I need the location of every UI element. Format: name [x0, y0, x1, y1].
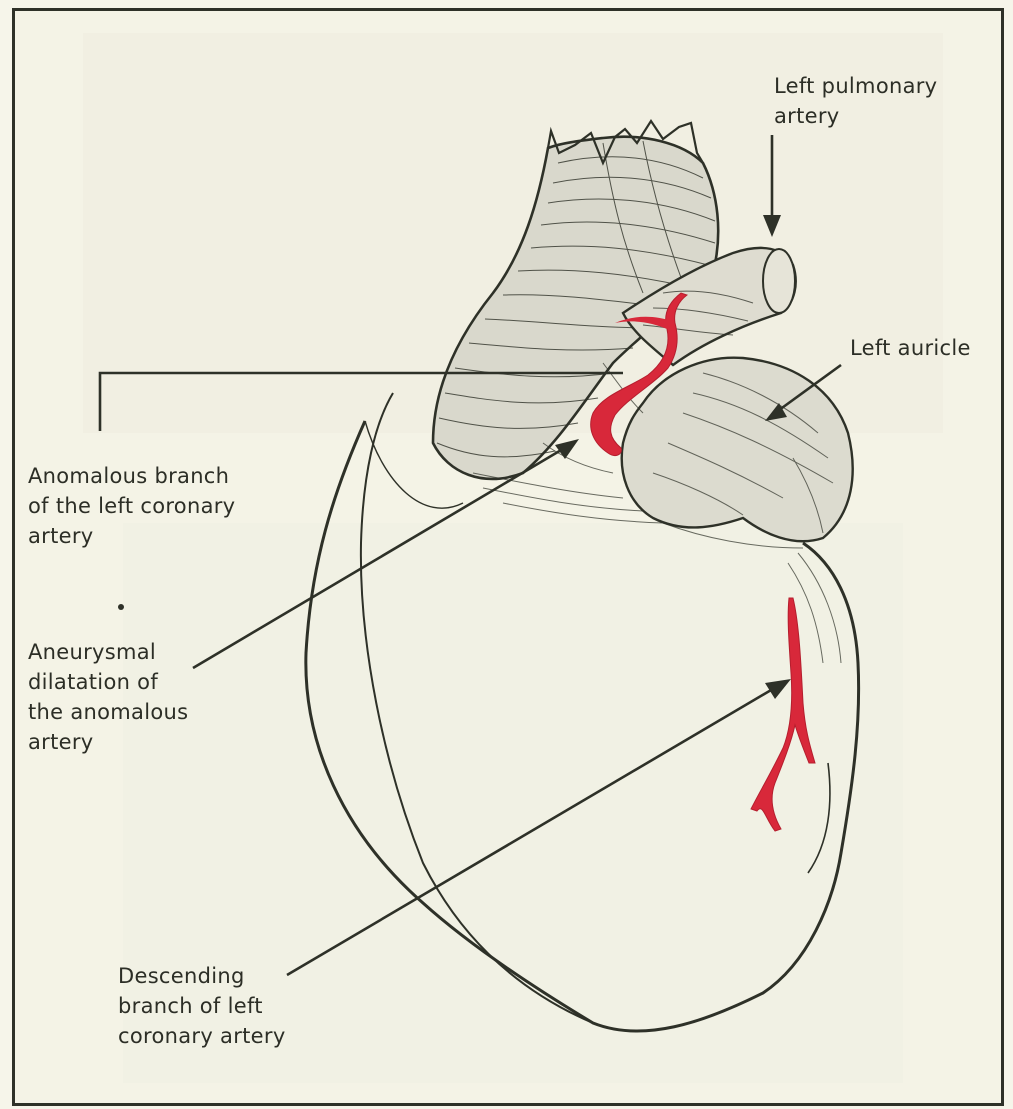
arrowhead-aneurysmal	[555, 439, 579, 459]
stray-dot	[118, 604, 124, 610]
label-left-pulmonary-artery: Left pulmonary artery	[774, 71, 937, 131]
label-descending-branch: Descending branch of left coronary arter…	[118, 961, 286, 1051]
figure-frame: Left pulmonary artery Left auricle Anoma…	[12, 8, 1004, 1106]
label-left-auricle: Left auricle	[850, 333, 971, 363]
heart-illustration	[15, 11, 1004, 1106]
label-aneurysmal-dilatation: Aneurysmal dilatation of the anomalous a…	[28, 637, 188, 757]
label-anomalous-branch: Anomalous branch of the left coronary ar…	[28, 461, 235, 551]
pulmonary-artery-cut-end	[763, 249, 795, 313]
